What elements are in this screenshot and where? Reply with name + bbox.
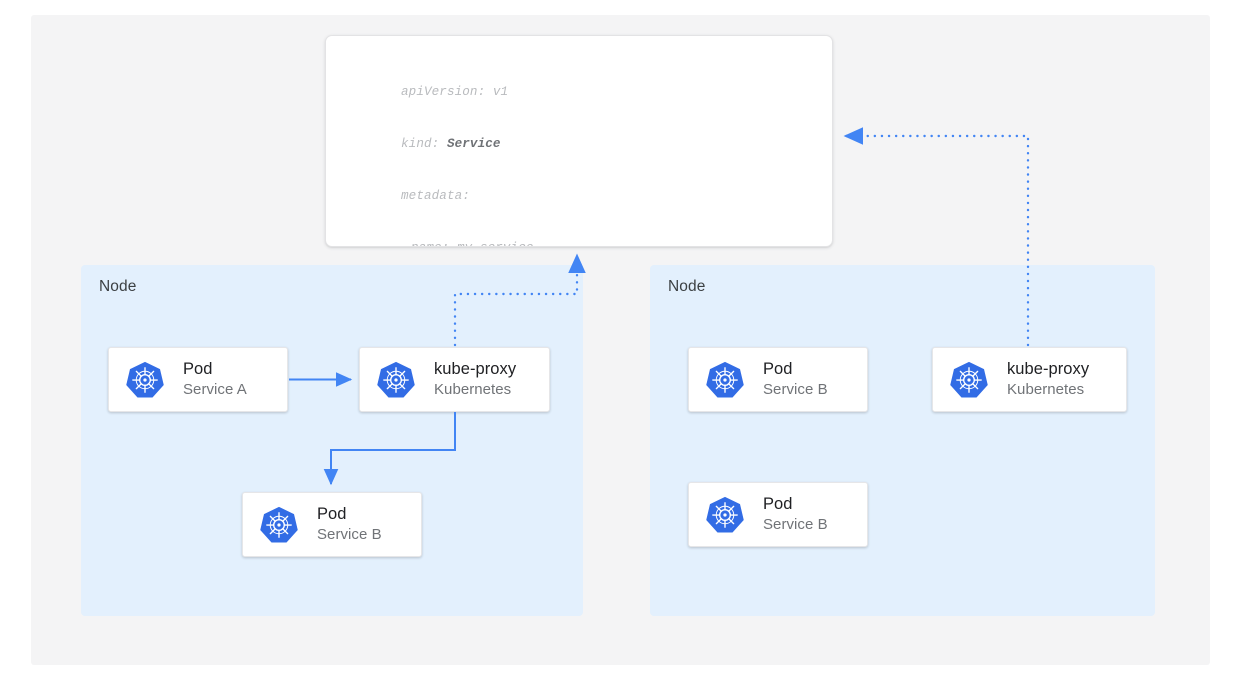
yaml-line: kind: Service [401,136,501,151]
service-manifest-card: apiVersion: v1 kind: Service metadata: n… [325,35,833,247]
card-title: kube-proxy [434,360,517,379]
card-text: kube-proxy Kubernetes [434,361,516,397]
yaml-line: metadata: [401,188,470,203]
card-text: Pod Service B [763,361,828,397]
node-label: Node [99,278,137,295]
card-title: Pod [763,360,793,379]
card-title: Pod [183,360,213,379]
card-pod-service-b-left[interactable]: Pod Service B [242,492,422,557]
card-title: Pod [317,505,347,524]
yaml-line: apiVersion: v1 [401,84,509,99]
card-subtitle: Service A [183,381,247,399]
card-subtitle: Kubernetes [434,381,512,399]
card-subtitle: Service B [763,516,828,534]
yaml-line: name: my-service [401,240,710,246]
kubernetes-icon [260,506,298,542]
card-text: Pod Service B [317,506,382,542]
card-title: kube-proxy [1007,360,1090,379]
kubernetes-icon [950,361,988,397]
card-pod-service-b-right-1[interactable]: Pod Service B [688,347,868,412]
card-kube-proxy-right[interactable]: kube-proxy Kubernetes [932,347,1127,412]
kubernetes-icon [126,361,164,397]
card-pod-service-b-right-2[interactable]: Pod Service B [688,482,868,547]
kubernetes-icon [706,361,744,397]
node-panel-left: Node [81,265,583,616]
card-subtitle: Kubernetes [1007,381,1085,399]
card-subtitle: Service B [763,381,828,399]
card-text: Pod Service B [763,496,828,532]
node-label: Node [668,278,706,295]
node-panel-right: Node [650,265,1155,616]
card-pod-service-a[interactable]: Pod Service A [108,347,288,412]
kubernetes-icon [706,496,744,532]
yaml-kind-value: Service [446,136,501,151]
service-manifest-text: apiVersion: v1 kind: Service metadata: n… [401,49,710,246]
card-text: Pod Service A [183,361,247,397]
card-text: kube-proxy Kubernetes [1007,361,1089,397]
kubernetes-icon [377,361,415,397]
card-subtitle: Service B [317,526,382,544]
card-title: Pod [763,495,793,514]
card-kube-proxy-left[interactable]: kube-proxy Kubernetes [359,347,550,412]
